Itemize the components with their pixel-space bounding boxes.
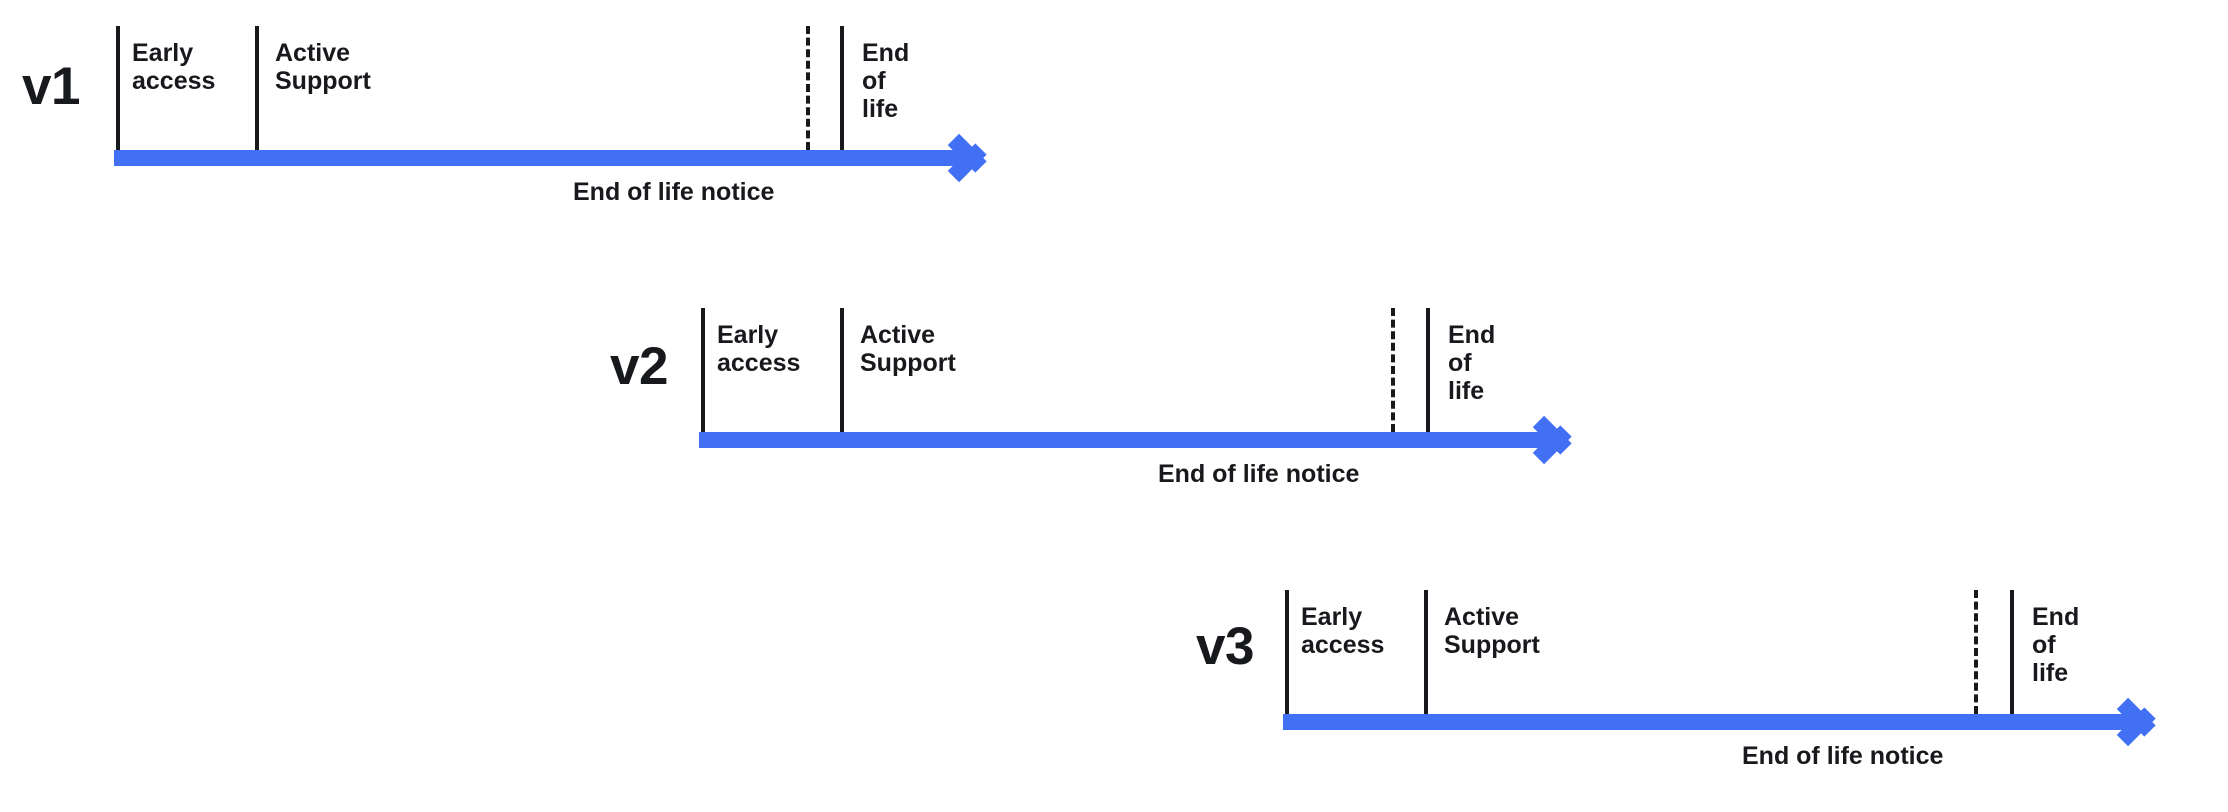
notice-label-v2: End of life notice xyxy=(1158,460,1360,488)
version-label-v2: v2 xyxy=(610,337,668,396)
phase-label-end-of-life-v1: End of life xyxy=(862,39,910,123)
phase-divider-active-support-start-v1 xyxy=(255,26,259,150)
phase-divider-active-support-start-v3 xyxy=(1424,590,1428,714)
phase-label-early-access-v1: Early access xyxy=(132,39,216,95)
phase-divider-early-access-start-v2 xyxy=(701,308,705,432)
version-label-v3: v3 xyxy=(1196,617,1254,676)
lifecycle-arrow-shaft-v1 xyxy=(114,150,974,166)
phase-label-early-access-v2: Early access xyxy=(717,321,801,377)
end-of-life-notice-marker-v3 xyxy=(1974,590,1978,714)
phase-divider-early-access-start-v3 xyxy=(1285,590,1289,714)
phase-label-end-of-life-v3: End of life xyxy=(2032,603,2080,687)
phase-divider-end-of-life-start-v3 xyxy=(2010,590,2014,714)
end-of-life-notice-marker-v2 xyxy=(1391,308,1395,432)
lifecycle-arrow-head-icon-v1 xyxy=(947,133,1009,183)
phase-divider-early-access-start-v1 xyxy=(116,26,120,150)
phase-divider-end-of-life-start-v2 xyxy=(1426,308,1430,432)
lifecycle-arrow-head-icon-v2 xyxy=(1532,415,1594,465)
notice-label-v1: End of life notice xyxy=(573,178,775,206)
end-of-life-notice-marker-v1 xyxy=(806,26,810,150)
phase-label-end-of-life-v2: End of life xyxy=(1448,321,1496,405)
notice-label-v3: End of life notice xyxy=(1742,742,1944,770)
phase-divider-active-support-start-v2 xyxy=(840,308,844,432)
lifecycle-arrow-shaft-v3 xyxy=(1283,714,2143,730)
lifecycle-arrow-shaft-v2 xyxy=(699,432,1559,448)
phase-divider-end-of-life-start-v1 xyxy=(840,26,844,150)
lifecycle-arrow-head-icon-v3 xyxy=(2116,697,2178,747)
version-label-v1: v1 xyxy=(22,57,80,116)
phase-label-active-support-v2: Active Support xyxy=(860,321,956,377)
phase-label-active-support-v3: Active Support xyxy=(1444,603,1540,659)
phase-label-active-support-v1: Active Support xyxy=(275,39,371,95)
phase-label-early-access-v3: Early access xyxy=(1301,603,1385,659)
